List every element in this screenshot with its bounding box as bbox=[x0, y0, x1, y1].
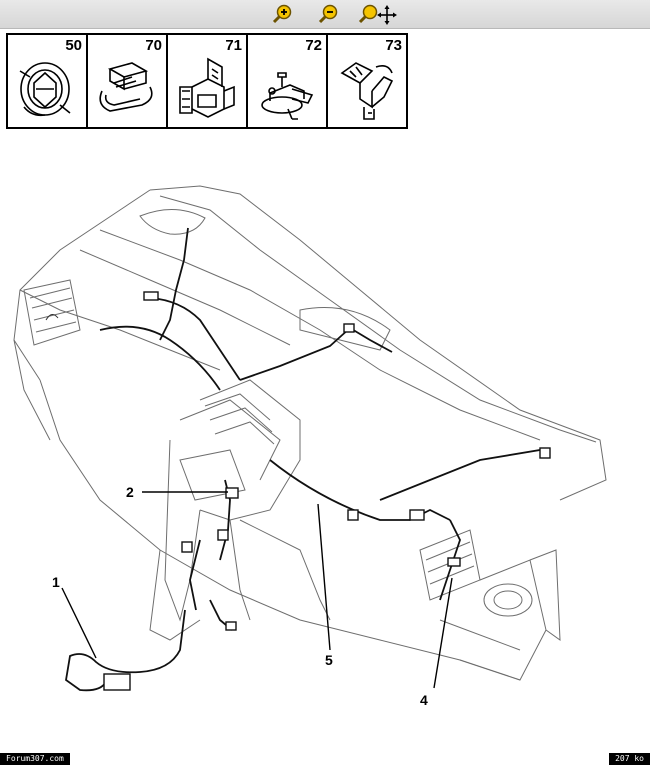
part-number: 73 bbox=[385, 37, 402, 54]
site-name: Forum307.com bbox=[0, 753, 70, 765]
toolbar bbox=[0, 0, 650, 29]
part-cell-70[interactable]: 70 bbox=[88, 35, 168, 127]
zoom-in-icon bbox=[272, 4, 292, 24]
dashboard-shell bbox=[13, 185, 607, 681]
connector-item-1 bbox=[103, 673, 131, 691]
connectors bbox=[103, 291, 551, 691]
dashboard-wiring-diagram: 2 1 4 5 bbox=[0, 180, 650, 750]
stud-clip-icon bbox=[261, 72, 314, 120]
part-number: 70 bbox=[145, 37, 162, 54]
wiring-harness bbox=[65, 227, 549, 692]
footer: Forum307.com 207 ko bbox=[0, 753, 650, 765]
zoom-out-button[interactable] bbox=[316, 3, 342, 25]
part-number: 72 bbox=[305, 37, 322, 54]
connector-item-2 bbox=[225, 487, 239, 499]
part-cell-72[interactable]: 72 bbox=[248, 35, 328, 127]
part-cell-71[interactable]: 71 bbox=[168, 35, 248, 127]
connector-clip-icon bbox=[179, 57, 235, 118]
harness-clip-icon bbox=[340, 62, 394, 120]
parts-strip: 50 70 71 bbox=[6, 33, 408, 129]
callout-4: 4 bbox=[420, 692, 428, 708]
zoom-out-icon bbox=[318, 4, 338, 24]
callout-1: 1 bbox=[52, 574, 60, 590]
part-number: 71 bbox=[225, 37, 242, 54]
right-side-panel bbox=[419, 529, 561, 681]
part-cell-50[interactable]: 50 bbox=[8, 35, 88, 127]
zoom-pan-button[interactable] bbox=[356, 3, 398, 25]
callout-5: 5 bbox=[325, 652, 333, 668]
leader-lines bbox=[61, 491, 453, 689]
dashboard-line-drawing bbox=[13, 185, 607, 692]
center-console bbox=[149, 379, 331, 641]
left-air-vent bbox=[23, 279, 81, 346]
part-number: 50 bbox=[65, 37, 82, 54]
strap-clip-icon bbox=[99, 62, 153, 112]
zoom-pan-icon bbox=[358, 4, 397, 25]
grommet-clip-icon bbox=[19, 62, 71, 117]
callout-2: 2 bbox=[126, 484, 134, 500]
image-size: 207 ko bbox=[609, 753, 650, 765]
zoom-in-button[interactable] bbox=[270, 3, 296, 25]
part-cell-73[interactable]: 73 bbox=[328, 35, 406, 127]
